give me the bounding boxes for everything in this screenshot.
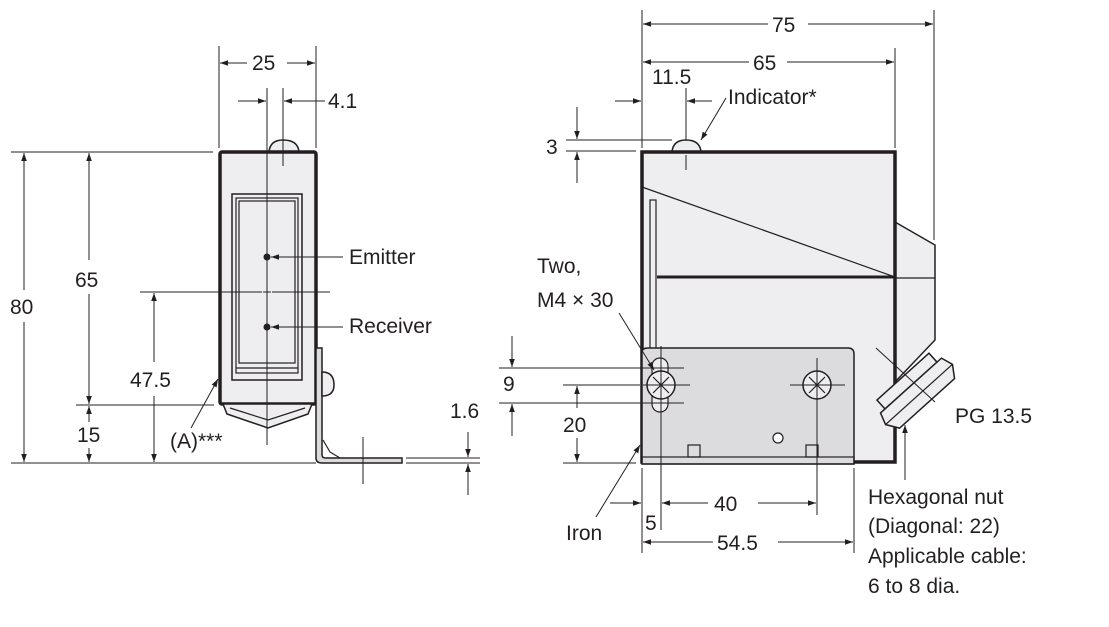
dim-bottom-15: 15 — [77, 424, 100, 447]
side-view: 75 65 11.5 Indicator* 3 Two, M4 × 30 9 — [499, 10, 1032, 598]
dim-slot-9: 9 — [503, 373, 515, 396]
front-bracket — [315, 347, 403, 464]
nut-label-line3: Applicable cable: — [868, 545, 1027, 568]
note-a-leader — [190, 378, 219, 429]
front-bracket-weld — [322, 439, 341, 459]
dim-height-65: 65 — [75, 269, 98, 292]
iron-leader — [595, 444, 641, 518]
dim-width-25: 25 — [252, 52, 275, 75]
dim-length-75: 75 — [772, 14, 795, 37]
iron-label: Iron — [566, 522, 602, 545]
dim-height-80: 80 — [10, 296, 33, 319]
front-screw-head — [321, 371, 335, 397]
gland-axis — [875, 347, 936, 403]
nut-label-line1: Hexagonal nut — [868, 486, 1004, 509]
emitter-dot — [263, 253, 271, 261]
dim-pitch-40: 40 — [714, 493, 737, 516]
bracket-hole — [772, 432, 784, 444]
receiver-dot — [263, 323, 271, 331]
nut-label-line4: 6 to 8 dia. — [868, 575, 960, 598]
screws-leader — [618, 312, 655, 371]
dim-offset-4-1: 4.1 — [328, 90, 357, 113]
note-a-label: (A)*** — [170, 430, 223, 453]
dim-offset-11-5: 11.5 — [652, 66, 691, 89]
bracket-base — [641, 456, 855, 465]
side-bracket — [641, 347, 855, 465]
front-gland-line — [229, 407, 306, 421]
dim-offset-5: 5 — [645, 512, 657, 535]
front-indicator — [268, 139, 300, 153]
screws-label-line1: Two, — [537, 255, 581, 278]
pg-label: PG 13.5 — [955, 405, 1032, 428]
emitter-label: Emitter — [349, 246, 416, 269]
side-indicator — [671, 139, 702, 153]
body-diagonal — [641, 186, 896, 278]
screws-label-line2: M4 × 30 — [537, 289, 613, 312]
nut-label-line2: (Diagonal: 22) — [868, 515, 1000, 538]
dim-length-65: 65 — [753, 52, 776, 75]
receiver-label: Receiver — [349, 315, 432, 338]
dim-height-20: 20 — [563, 414, 586, 437]
hex-nut-line — [885, 363, 953, 426]
dim-length-54-5: 54.5 — [717, 532, 758, 555]
dim-axis-47-5: 47.5 — [130, 369, 171, 392]
bracket-tab-1 — [687, 444, 701, 458]
indicator-leader — [700, 97, 727, 141]
side-gland — [875, 352, 956, 429]
indicator-label: Indicator* — [728, 86, 817, 109]
dim-height-3: 3 — [546, 136, 558, 159]
dim-thickness-1-6: 1.6 — [450, 400, 479, 423]
front-view: Emitter Receiver 25 4.1 80 65 15 4 — [10, 46, 480, 495]
bracket-tab-2 — [805, 444, 819, 458]
